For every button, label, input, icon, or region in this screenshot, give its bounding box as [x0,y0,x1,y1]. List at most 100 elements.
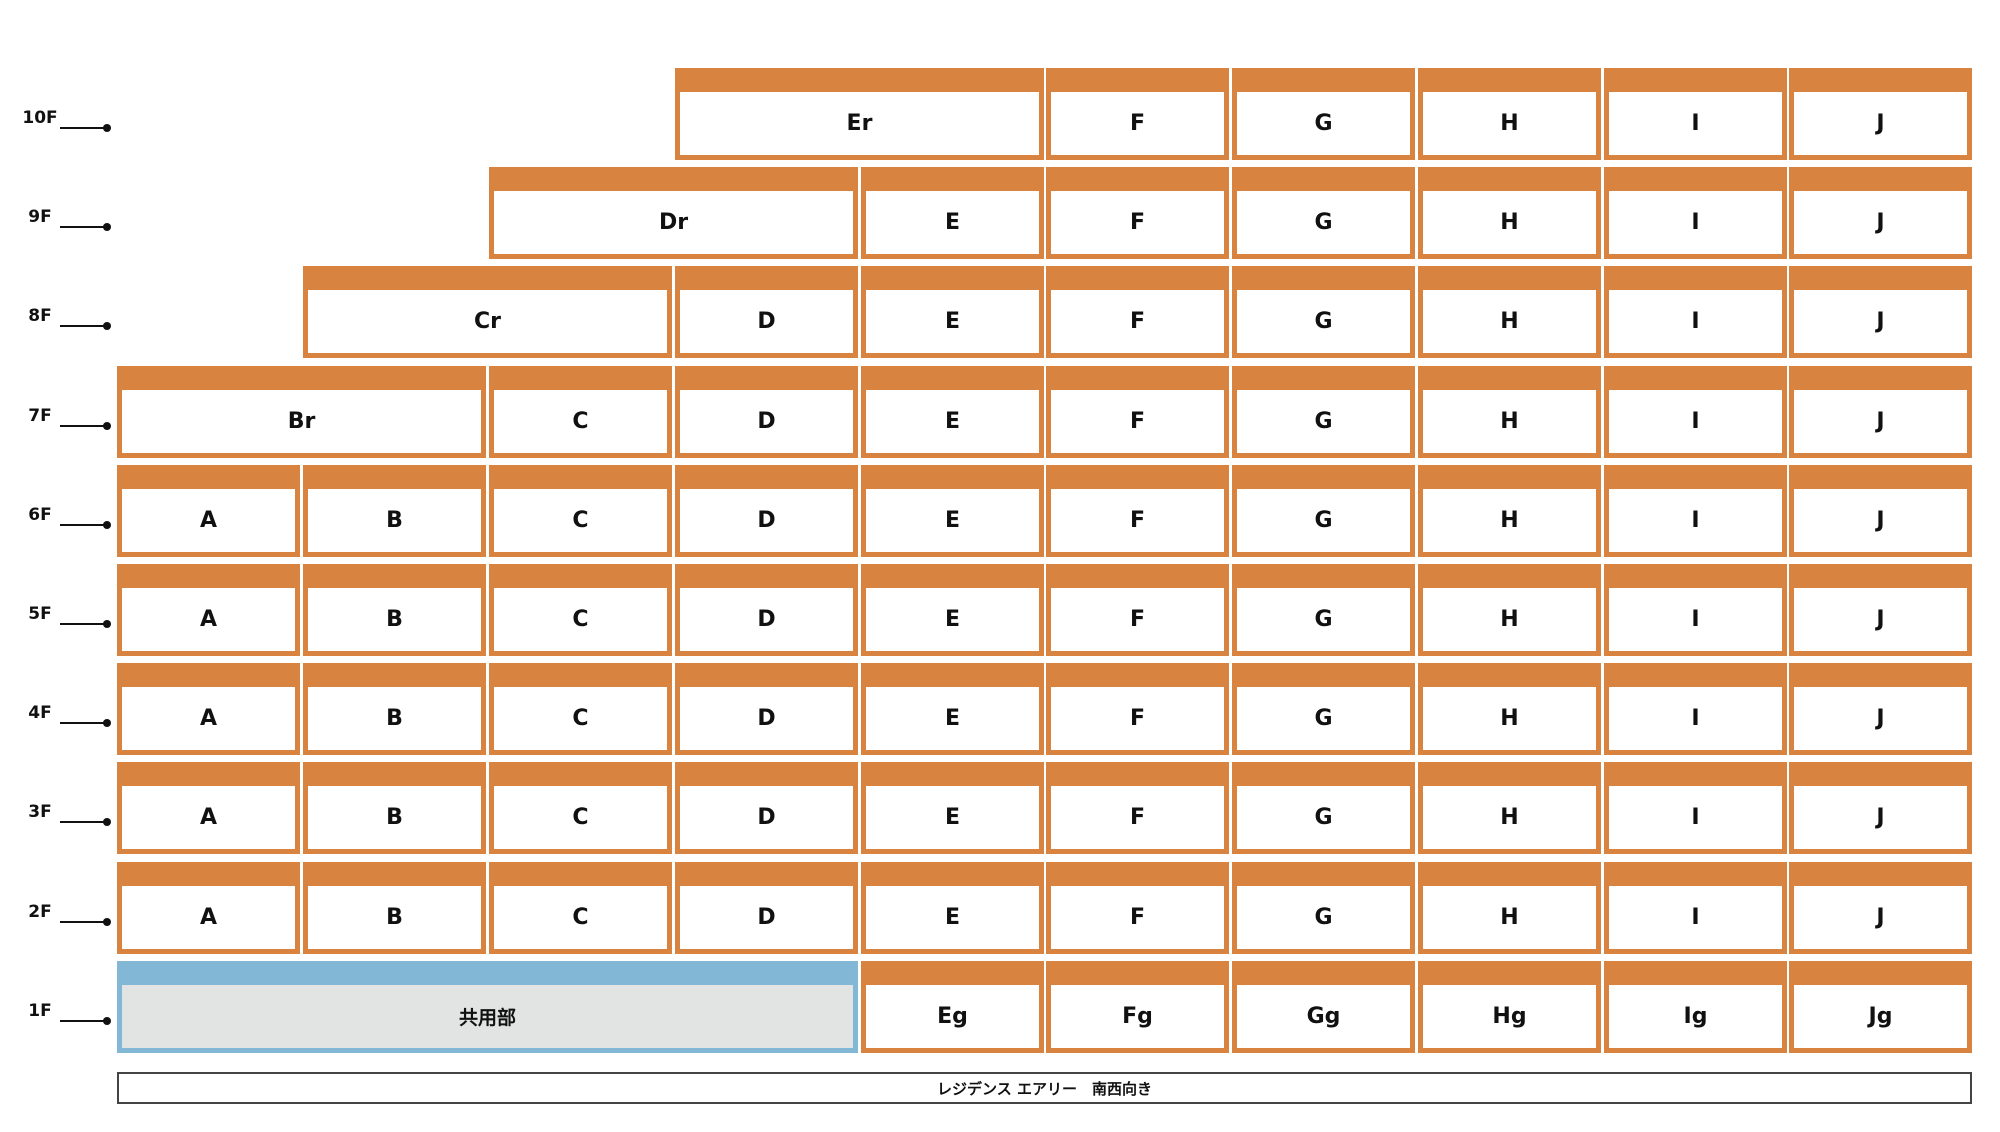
floor-tick-line [60,1019,106,1022]
unit-cell: I [1604,762,1787,855]
unit-cell: J [1789,861,1972,954]
floor-tick-line [60,623,106,625]
unit-cell: J [1789,68,1972,160]
unit-cell: H [1418,365,1601,458]
unit-cell: G [1232,861,1415,954]
unit-cell: Dr [489,167,858,260]
unit-label: F [1129,507,1146,533]
floor-tick-dot [103,818,111,827]
common-area-cell: 共用部 [117,960,858,1053]
unit-cell: H [1418,564,1601,656]
floor-label: 1F [28,1000,52,1021]
unit-cell: C [489,663,672,756]
unit-cell: B [303,464,486,557]
unit-label: H [1500,111,1519,136]
unit-label: J [1876,111,1885,136]
unit-label: E [944,309,961,335]
unit-label: J [1876,408,1885,434]
unit-label: C [572,805,589,831]
floor-tick-line [60,920,106,923]
unit-label: H [1500,408,1519,434]
unit-cell: C [489,762,672,855]
unit-label: I [1691,507,1700,533]
unit-cell: F [1046,365,1229,458]
unit-label: Er [846,111,873,136]
unit-label: G [1314,507,1333,533]
unit-label: D [757,309,776,335]
unit-label: F [1129,805,1146,831]
unit-cell: Jg [1789,960,1972,1053]
unit-label: F [1129,904,1146,930]
unit-cell: J [1789,663,1972,756]
unit-cell: D [675,564,858,656]
unit-cell: G [1232,464,1415,557]
unit-cell: E [861,762,1044,855]
unit-cell: E [861,564,1044,656]
floor-tick-dot [103,620,111,628]
unit-cell: H [1418,762,1601,855]
unit-label: I [1691,408,1700,434]
floor-tick-dot [103,719,111,728]
unit-label: C [572,408,589,434]
unit-label: Br [287,408,316,434]
unit-label: G [1314,805,1333,831]
unit-cell: H [1418,663,1601,756]
unit-cell: Cr [303,266,672,359]
unit-label: J [1876,210,1885,236]
unit-cell: H [1418,167,1601,260]
floor-label: 10F [22,108,58,128]
unit-cell: D [675,266,858,359]
unit-label: B [386,507,403,533]
unit-label: D [757,607,776,632]
unit-label: F [1129,607,1146,632]
floor-tick-line [60,226,106,229]
unit-cell: Er [675,68,1044,160]
unit-label: 共用部 [458,1006,516,1029]
unit-label: J [1876,507,1885,533]
unit-label: E [944,706,961,732]
unit-cell: B [303,564,486,656]
unit-cell: F [1046,762,1229,855]
floor-label: 8F [28,306,52,327]
unit-cell: A [117,564,300,656]
floor-tick-line [60,325,106,328]
unit-cell: F [1046,663,1229,756]
unit-label: J [1876,805,1885,831]
unit-cell: D [675,365,858,458]
unit-cell: I [1604,365,1787,458]
unit-label: F [1129,111,1146,136]
unit-label: E [944,408,961,434]
unit-label: F [1129,309,1146,335]
unit-cell: G [1232,564,1415,656]
unit-cell: F [1046,564,1229,656]
unit-cell: D [675,762,858,855]
unit-cell: J [1789,167,1972,260]
unit-cell: H [1418,266,1601,359]
unit-label: H [1500,507,1519,533]
unit-label: C [572,706,589,732]
unit-label: A [199,706,218,732]
unit-label: Dr [658,210,689,236]
unit-label: G [1314,309,1333,335]
unit-label: G [1314,408,1333,434]
unit-label: C [572,904,589,930]
unit-label: I [1691,805,1700,831]
building-caption: レジデンス エアリー 南西向き [117,1072,1972,1104]
floor-label: 2F [28,901,52,922]
unit-cell: C [489,861,672,954]
unit-cell: H [1418,861,1601,954]
unit-cell: I [1604,464,1787,557]
unit-cell: G [1232,68,1415,160]
unit-label: H [1500,904,1519,930]
unit-cell: E [861,266,1044,359]
unit-label: D [757,805,776,831]
unit-label: A [199,904,218,930]
unit-label: E [944,607,961,632]
unit-label: D [757,408,776,434]
unit-cell: F [1046,861,1229,954]
unit-cell: E [861,167,1044,260]
unit-label: G [1314,706,1333,732]
unit-label: G [1314,210,1333,236]
unit-cell: G [1232,365,1415,458]
floor-label: 6F [28,504,52,525]
